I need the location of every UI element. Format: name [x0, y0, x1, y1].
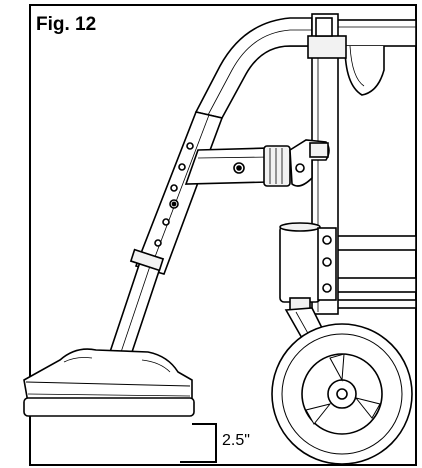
figure-border — [29, 4, 417, 466]
mount-arm — [184, 139, 330, 187]
footplate — [23, 348, 195, 417]
figure-number-label: Fig. 12 — [36, 14, 97, 35]
hanger-tube — [194, 17, 313, 119]
caster-wheel — [271, 323, 413, 465]
footrest-upper-tube — [134, 111, 224, 275]
caster-housing — [279, 222, 337, 313]
ground-clearance-dimension-label: 2.5" — [222, 432, 250, 449]
dimension-bracket — [180, 423, 217, 463]
